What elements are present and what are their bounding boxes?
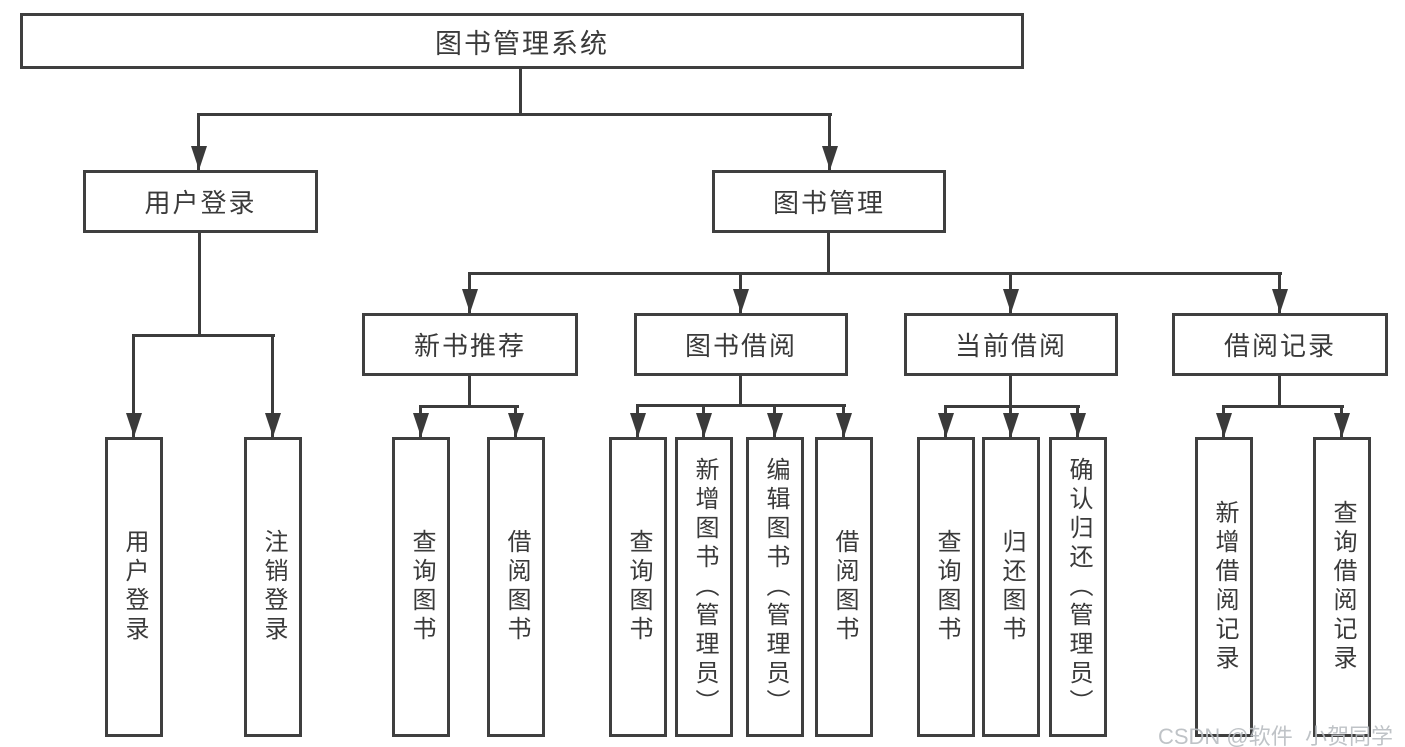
connector-user-login-bus xyxy=(132,334,275,337)
leaf-add-books-admin: 新增图书（管理员） xyxy=(675,437,733,737)
connector-stub-leaf1 xyxy=(132,334,135,437)
leaf-add-borrow-record-label: 新增借阅记录 xyxy=(1211,500,1238,674)
arrow-to-user-login xyxy=(191,146,207,170)
leaf-user-login: 用户登录 xyxy=(105,437,163,737)
arrow-to-leaf11 xyxy=(1070,413,1086,437)
leaf-logout-label: 注销登录 xyxy=(260,529,287,645)
leaf-return-books-label: 归还图书 xyxy=(998,529,1025,645)
connector-new-book-rec-trunk xyxy=(468,376,471,408)
leaf-query-books-2: 查询图书 xyxy=(609,437,667,737)
arrow-to-leaf4 xyxy=(508,413,524,437)
connector-stub-user-login xyxy=(197,113,200,170)
node-root: 图书管理系统 xyxy=(20,13,1024,69)
node-borrow-record: 借阅记录 xyxy=(1172,313,1388,376)
leaf-query-books-3: 查询图书 xyxy=(917,437,975,737)
arrow-to-leaf13 xyxy=(1334,413,1350,437)
leaf-borrow-books-1: 借阅图书 xyxy=(487,437,545,737)
node-book-mgmt: 图书管理 xyxy=(712,170,946,233)
leaf-edit-books-admin-label: 编辑图书（管理员） xyxy=(762,456,789,718)
arrow-to-leaf5 xyxy=(630,413,646,437)
arrow-to-new-book-rec xyxy=(462,289,478,313)
leaf-query-books-1-label: 查询图书 xyxy=(408,529,435,645)
arrow-to-leaf8 xyxy=(836,413,852,437)
leaf-borrow-books-2: 借阅图书 xyxy=(815,437,873,737)
leaf-query-books-3-label: 查询图书 xyxy=(933,529,960,645)
node-book-borrow: 图书借阅 xyxy=(634,313,848,376)
arrow-to-leaf6 xyxy=(696,413,712,437)
node-book-borrow-label: 图书借阅 xyxy=(684,331,797,361)
node-current-borrow-label: 当前借阅 xyxy=(954,331,1067,361)
connector-book-mgmt-trunk xyxy=(827,233,830,275)
leaf-confirm-return-admin: 确认归还（管理员） xyxy=(1049,437,1107,737)
arrow-to-leaf12 xyxy=(1216,413,1232,437)
node-current-borrow: 当前借阅 xyxy=(904,313,1118,376)
leaf-add-borrow-record: 新增借阅记录 xyxy=(1195,437,1253,737)
node-root-label: 图书管理系统 xyxy=(435,28,609,59)
leaf-query-borrow-record-label: 查询借阅记录 xyxy=(1329,500,1356,674)
leaf-add-books-admin-label: 新增图书（管理员） xyxy=(691,456,718,718)
node-user-login: 用户登录 xyxy=(83,170,318,233)
connector-root-trunk xyxy=(519,69,522,115)
connector-book-borrow-bus xyxy=(636,404,846,407)
connector-borrow-record-trunk xyxy=(1278,376,1281,407)
connector-book-mgmt-bus xyxy=(468,272,1282,275)
node-borrow-record-label: 借阅记录 xyxy=(1223,331,1336,361)
leaf-user-login-label: 用户登录 xyxy=(121,529,148,645)
connector-current-borrow-bus xyxy=(944,405,1080,408)
connector-borrow-record-bus xyxy=(1222,405,1344,408)
leaf-return-books: 归还图书 xyxy=(982,437,1040,737)
connector-stub-leaf2 xyxy=(271,334,274,437)
leaf-query-books-1: 查询图书 xyxy=(392,437,450,737)
connector-book-borrow-trunk xyxy=(739,376,742,407)
leaf-borrow-books-2-label: 借阅图书 xyxy=(831,529,858,645)
arrow-to-borrow-record xyxy=(1272,289,1288,313)
node-book-mgmt-label: 图书管理 xyxy=(772,188,885,218)
connector-new-book-rec-bus xyxy=(419,405,519,408)
arrow-to-leaf3 xyxy=(413,413,429,437)
arrow-to-book-mgmt xyxy=(822,146,838,170)
arrow-to-leaf7 xyxy=(767,413,783,437)
connector-current-borrow-trunk xyxy=(1009,376,1012,407)
leaf-borrow-books-1-label: 借阅图书 xyxy=(503,529,530,645)
leaf-logout: 注销登录 xyxy=(244,437,302,737)
connector-root-bus xyxy=(197,113,832,116)
node-user-login-label: 用户登录 xyxy=(144,188,257,218)
arrow-to-current-borrow xyxy=(1003,289,1019,313)
leaf-query-books-2-label: 查询图书 xyxy=(625,529,652,645)
arrow-to-book-borrow xyxy=(733,289,749,313)
leaf-edit-books-admin: 编辑图书（管理员） xyxy=(746,437,804,737)
arrow-to-leaf1 xyxy=(126,413,142,437)
arrow-to-leaf10 xyxy=(1003,413,1019,437)
connector-user-login-trunk xyxy=(198,233,201,337)
connector-stub-book-mgmt xyxy=(828,113,831,170)
leaf-confirm-return-admin-label: 确认归还（管理员） xyxy=(1065,456,1092,718)
leaf-query-borrow-record: 查询借阅记录 xyxy=(1313,437,1371,737)
arrow-to-leaf9 xyxy=(938,413,954,437)
node-new-book-rec: 新书推荐 xyxy=(362,313,578,376)
node-new-book-rec-label: 新书推荐 xyxy=(413,331,526,361)
arrow-to-leaf2 xyxy=(265,413,281,437)
